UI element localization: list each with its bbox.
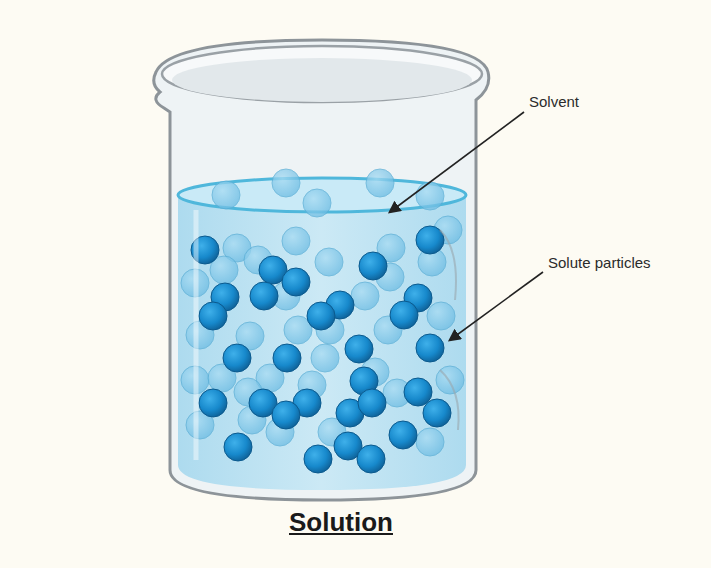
particle — [304, 445, 332, 473]
particle — [199, 302, 227, 330]
particle — [315, 248, 343, 276]
diagram-title: Solution — [289, 507, 393, 538]
beaker-inner — [172, 58, 472, 102]
glass-highlight — [194, 210, 199, 460]
particle — [416, 182, 444, 210]
particle — [416, 334, 444, 362]
beaker-rim — [162, 46, 482, 102]
particle — [366, 169, 394, 197]
particle — [357, 445, 385, 473]
particle — [282, 227, 310, 255]
particle — [273, 344, 301, 372]
particle — [282, 268, 310, 296]
glass-highlight — [440, 370, 459, 430]
particle — [272, 169, 300, 197]
particle — [423, 399, 451, 427]
glass-highlight — [440, 230, 456, 300]
particle — [303, 189, 331, 217]
beaker-glass — [154, 40, 489, 500]
particle — [427, 302, 455, 330]
particle — [212, 181, 240, 209]
part-label: Solvent — [529, 93, 579, 110]
particle — [416, 226, 444, 254]
particle — [351, 282, 379, 310]
particle — [250, 282, 278, 310]
particle — [389, 421, 417, 449]
particle — [358, 389, 386, 417]
part-label: Solute particles — [548, 254, 651, 271]
leader-line — [450, 272, 543, 340]
leader-line — [390, 112, 524, 212]
particle — [272, 401, 300, 429]
particles — [181, 169, 464, 473]
particle — [223, 344, 251, 372]
particle — [359, 252, 387, 280]
particle — [224, 433, 252, 461]
solvent-liquid — [178, 195, 466, 490]
particle — [307, 302, 335, 330]
particle — [416, 428, 444, 456]
particle — [311, 344, 339, 372]
particle — [390, 301, 418, 329]
particle — [199, 389, 227, 417]
particle — [345, 335, 373, 363]
